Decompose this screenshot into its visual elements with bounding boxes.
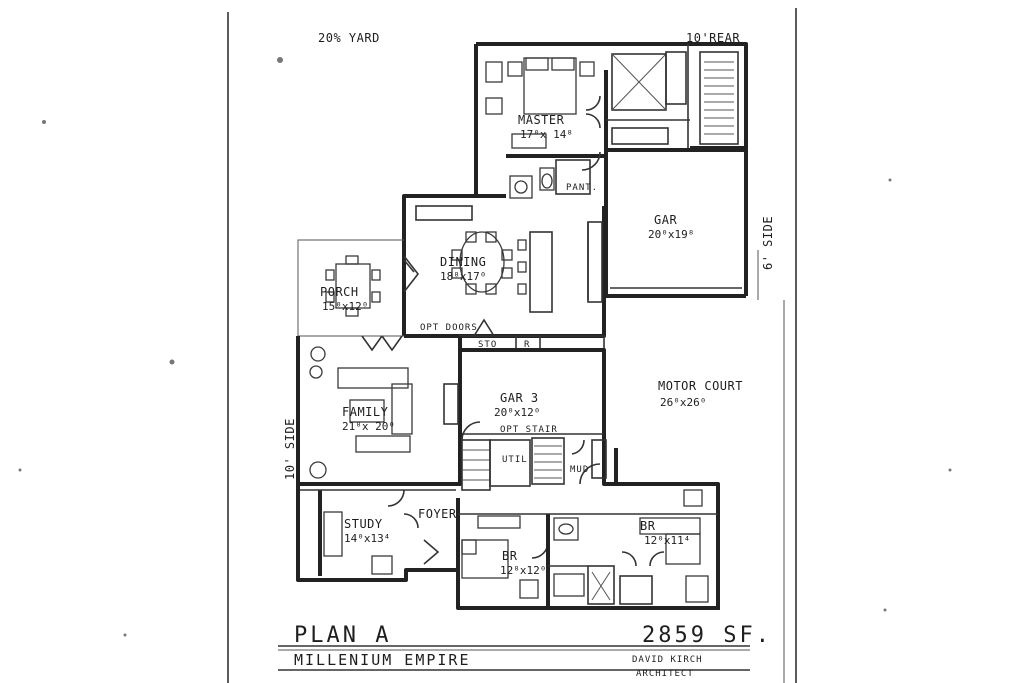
dining-dim: 18⁸x17⁰: [440, 270, 486, 283]
dining-table: [451, 231, 527, 295]
master-dim: 17⁰x 14⁸: [520, 128, 573, 141]
sto-note: STO: [478, 340, 497, 350]
family-dim: 21⁸x 20⁰: [342, 420, 395, 433]
pantry-note: PANT.: [566, 183, 598, 193]
study-dim: 14⁰x13⁴: [344, 532, 390, 545]
garage-walls: [604, 148, 759, 300]
rear-note: 10'REAR: [686, 31, 740, 45]
master-bed: [485, 57, 595, 149]
title-block: PLAN A 2859 SF. MILLENIUM EMPIRE DAVID K…: [278, 623, 772, 679]
br-mid-walls: [456, 498, 549, 610]
plan-name: PLAN A: [294, 623, 391, 648]
sheet-border: [227, 8, 797, 683]
family-walls: [296, 335, 462, 486]
gar-dim: 20⁰x19⁸: [648, 228, 694, 241]
gar3-walls: [460, 348, 606, 455]
motor-court-dim: 26⁰x26⁰: [660, 396, 706, 409]
motor-court-name: MOTOR COURT: [658, 379, 743, 393]
br-mid-dim: 12⁸x12⁰: [500, 564, 546, 577]
gar3-dim: 20⁰x12⁰: [494, 406, 540, 419]
master-suite-walls: [474, 42, 748, 206]
r-note: R: [524, 340, 530, 350]
study-foyer-walls: [296, 484, 460, 582]
architect-title: ARCHITECT: [636, 669, 694, 679]
opt-doors-note: OPT DOORS: [420, 323, 478, 333]
drawing-labels: 20% YARD 10'REAR 6' SIDE 10' SIDE MASTER…: [283, 31, 775, 577]
master-closet-hanging: [699, 51, 739, 145]
architect-name: DAVID KIRCH: [632, 655, 703, 665]
foyer-name: FOYER: [418, 507, 457, 521]
yard-note: 20% YARD: [318, 31, 380, 45]
family-name: FAMILY: [342, 405, 389, 419]
br-right-dim: 12⁰x11⁴: [644, 534, 690, 547]
side-left-note: 10' SIDE: [283, 418, 297, 480]
project-name: MILLENIUM EMPIRE: [294, 651, 471, 669]
br-mid-name: BR: [502, 549, 518, 563]
bath-br-right-walls: [546, 489, 718, 610]
br-right-name: BR: [640, 519, 656, 533]
master-name: MASTER: [518, 113, 565, 127]
gar-name: GAR: [654, 213, 677, 227]
study-name: STUDY: [344, 517, 383, 531]
opt-stair-note: OPT STAIR: [500, 425, 558, 435]
scan-specks: [18, 57, 952, 637]
master-bath-fixtures: [509, 167, 555, 199]
util-note: UTIL: [502, 455, 528, 465]
plan-area: 2859 SF.: [642, 623, 772, 648]
stair-util-mud: [461, 434, 720, 610]
porch-dim: 15⁰x12⁰: [322, 300, 368, 313]
dining-name: DINING: [440, 255, 486, 269]
porch-outline: [297, 239, 404, 337]
side-right-note: 6' SIDE: [761, 216, 775, 270]
gar3-name: GAR 3: [500, 391, 539, 405]
mud-note: MUD: [570, 465, 589, 475]
porch-name: PORCH: [320, 285, 359, 299]
